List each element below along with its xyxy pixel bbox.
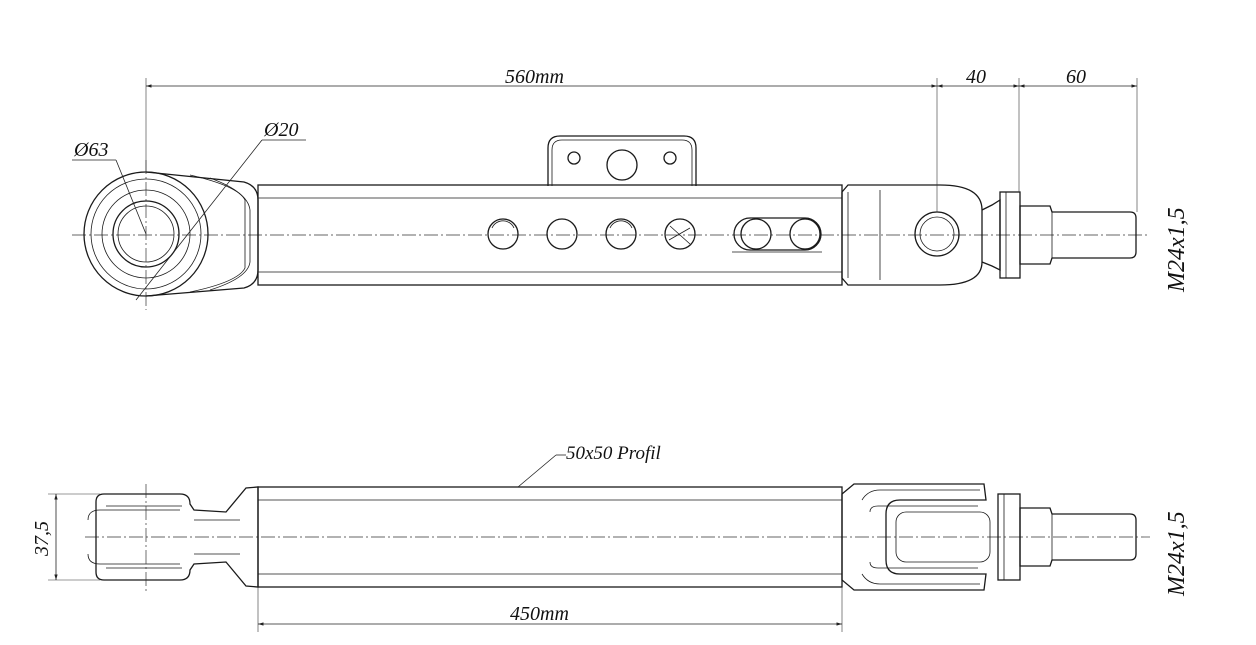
label-thread-top: M24x1,5 <box>1164 207 1190 293</box>
label-dim-60: 60 <box>1066 66 1086 88</box>
label-dia-eye: Ø63 <box>73 139 108 161</box>
label-dim-40: 40 <box>966 66 986 88</box>
bottom-fork-end <box>841 483 1137 591</box>
top-view: 560mm 40 60 Ø63 Ø20 M24x1,5 <box>72 66 1190 310</box>
bottom-eye-end <box>87 484 259 592</box>
bottom-tube <box>257 486 843 588</box>
label-length-tube: 450mm <box>510 603 569 625</box>
label-profile: 50x50 Profil <box>566 443 661 464</box>
top-clevis-end <box>841 184 1137 286</box>
top-dimensions <box>145 78 1138 212</box>
top-tube <box>257 184 843 286</box>
top-bracket <box>547 135 697 186</box>
label-thread-bottom: M24x1,5 <box>1164 511 1190 597</box>
label-length-overall: 560mm <box>505 66 564 88</box>
top-eye-end <box>72 139 306 310</box>
bottom-dimensions <box>48 454 843 632</box>
label-width-375: 37,5 <box>31 521 53 557</box>
label-dia-bore: Ø20 <box>263 119 298 141</box>
bottom-view: 50x50 Profil 37,5 M24x1,5 450mm <box>31 443 1190 632</box>
